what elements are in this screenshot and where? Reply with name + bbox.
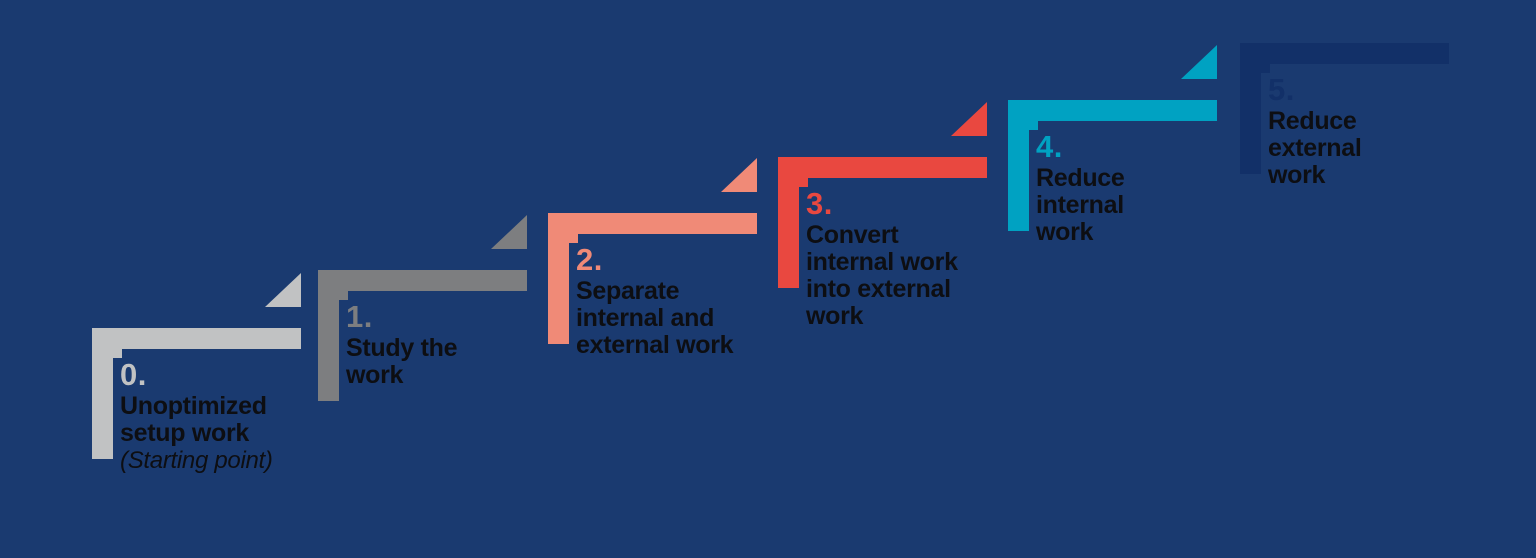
step-title: Study the work (346, 334, 458, 389)
step-bar-vertical (778, 157, 799, 288)
step-number: 1. (346, 299, 373, 334)
step-number: 2. (576, 242, 603, 277)
step-arrow-triangle-icon (721, 158, 757, 192)
step-number: 0. (120, 357, 147, 392)
step-title: Reduce internal work (1036, 164, 1125, 246)
step-content: 4. Reduce internal work (1036, 131, 1214, 246)
step-number: 3. (806, 186, 833, 221)
step-content: 1. Study the work (346, 301, 524, 389)
step-corner-notch (113, 349, 122, 358)
step-bar-vertical (1008, 100, 1029, 231)
step-bar-horizontal (318, 270, 527, 291)
step-bar-horizontal (778, 157, 987, 178)
step-corner-notch (1029, 121, 1038, 130)
step-bar-horizontal (1008, 100, 1217, 121)
step-arrow-triangle-icon (1181, 45, 1217, 79)
step-title: Reduce external work (1268, 107, 1362, 189)
step-title: Convert internal work into external work (806, 221, 958, 330)
step-bar-vertical (548, 213, 569, 344)
step-corner-notch (1261, 64, 1270, 73)
step-content: 0. Unoptimized setup work (Starting poin… (120, 359, 298, 474)
step-bar-vertical (1240, 43, 1261, 174)
step-bar-vertical (318, 270, 339, 401)
step-corner-notch (339, 291, 348, 300)
step-content: 5. Reduce external work (1268, 74, 1446, 189)
step-bar-horizontal (1240, 43, 1449, 64)
step-arrow-triangle-icon (491, 215, 527, 249)
step-arrow-triangle-icon (265, 273, 301, 307)
step-corner-notch (799, 178, 808, 187)
step-title: Unoptimized setup work (120, 392, 267, 447)
step-content: 3. Convert internal work into external w… (806, 188, 984, 330)
step-bar-vertical (92, 328, 113, 459)
step-content: 2. Separate internal and external work (576, 244, 754, 359)
step-corner-notch (569, 234, 578, 243)
step-number: 5. (1268, 72, 1295, 107)
step-bar-horizontal (548, 213, 757, 234)
step-subtitle: (Starting point) (120, 447, 273, 474)
step-number: 4. (1036, 129, 1063, 164)
step-arrow-triangle-icon (951, 102, 987, 136)
step-bar-horizontal (92, 328, 301, 349)
step-title: Separate internal and external work (576, 277, 734, 359)
